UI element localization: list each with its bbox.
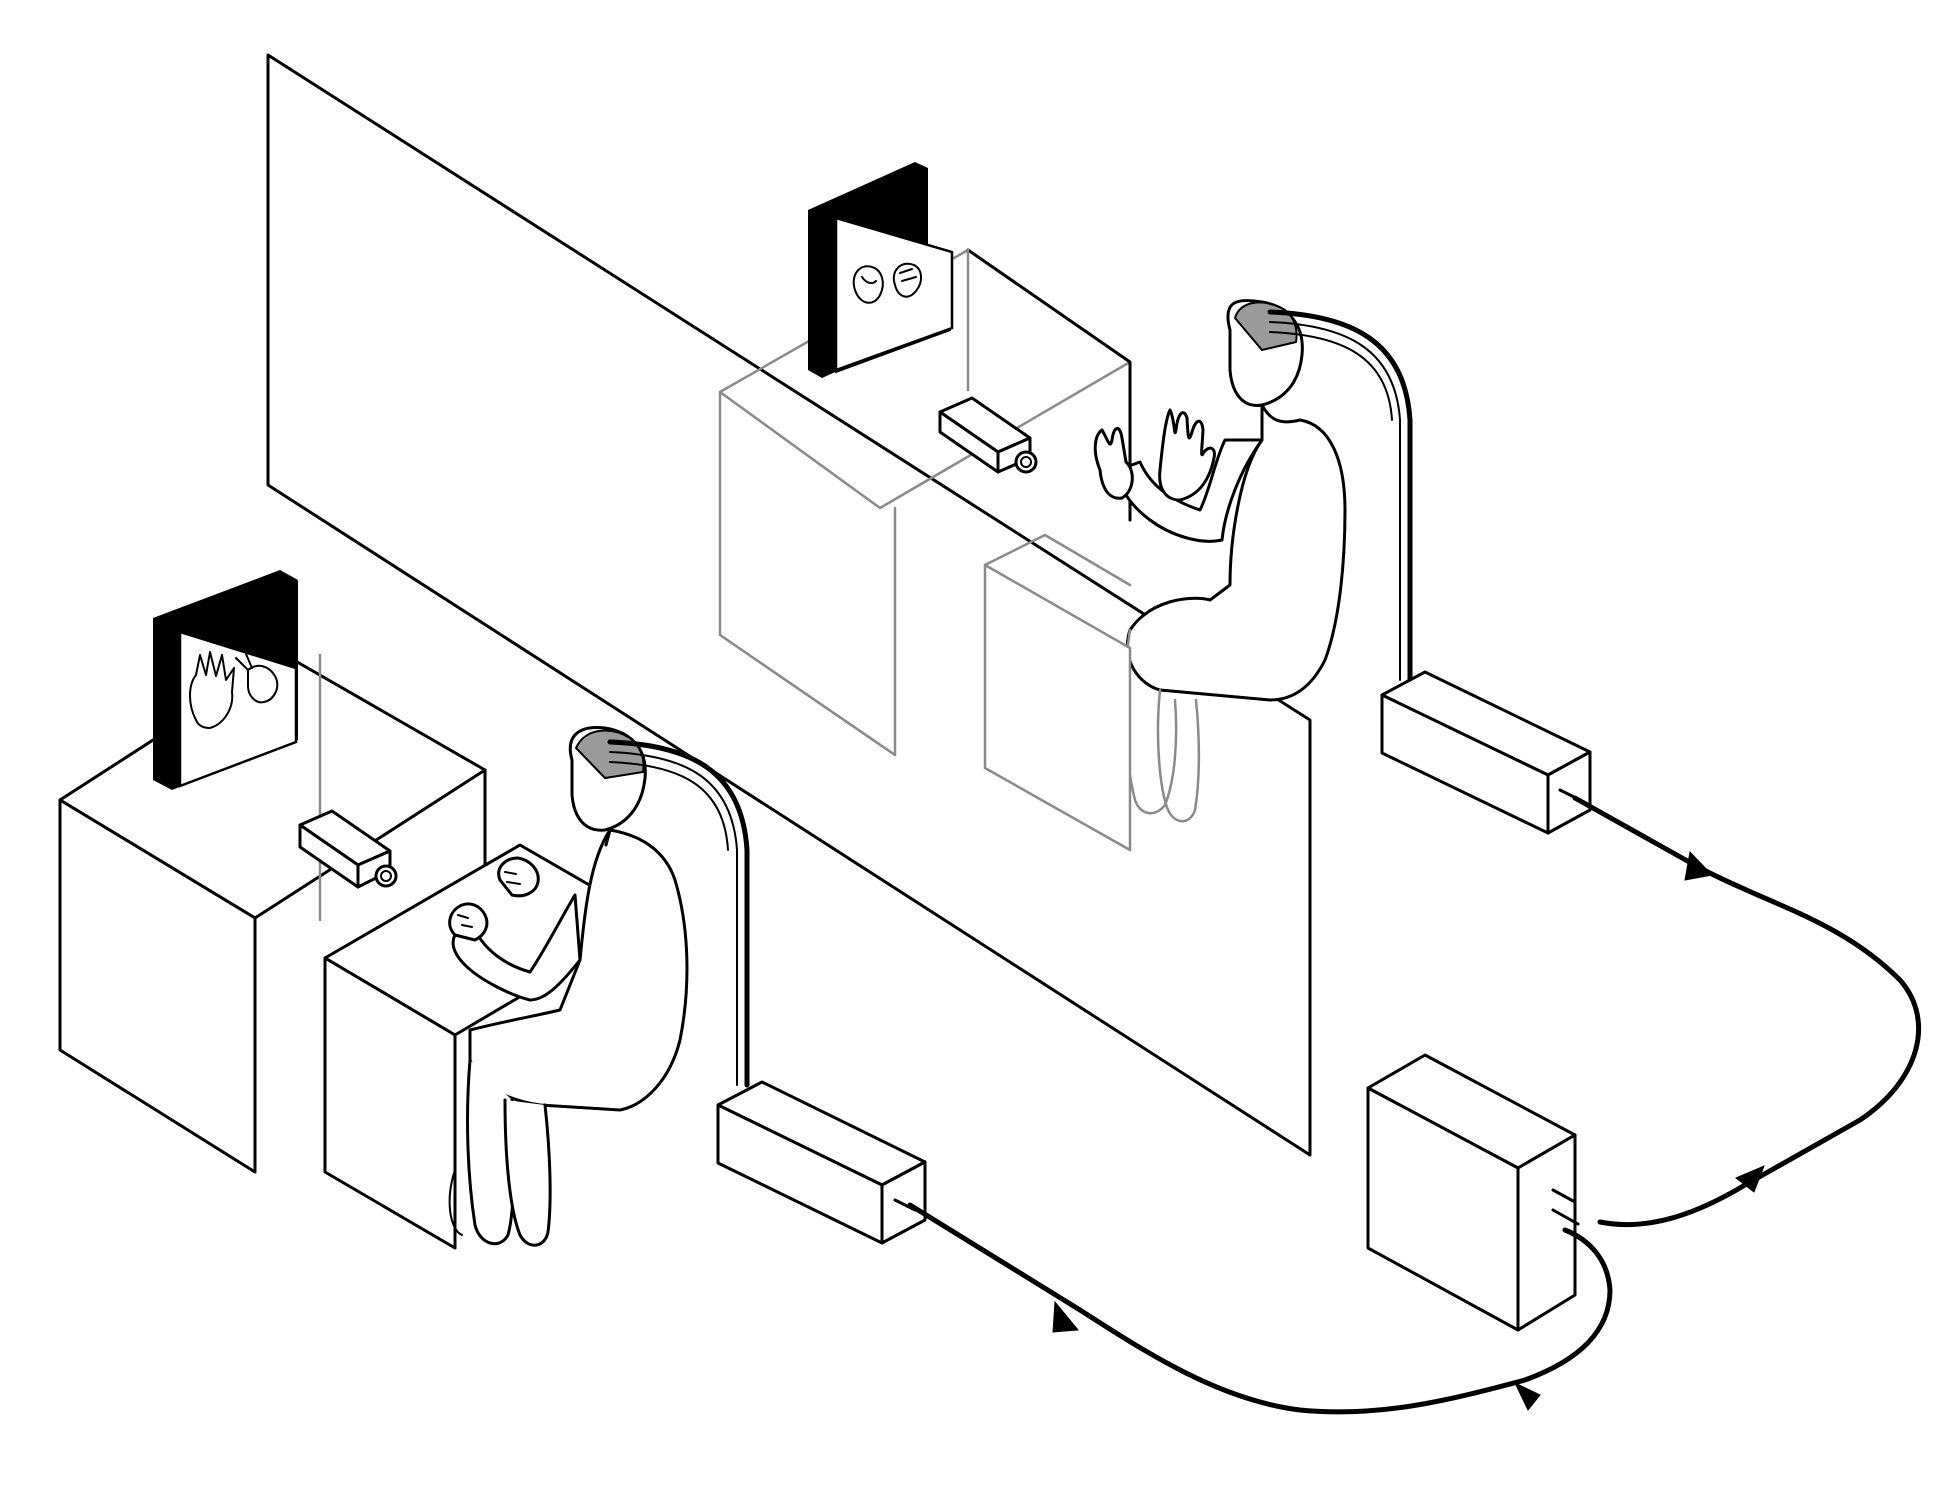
- data-flow: [907, 795, 1922, 1415]
- front-station: [58, 570, 927, 1250]
- back-monitor: [808, 162, 954, 378]
- front-person: [323, 725, 689, 1250]
- back-person: [983, 298, 1347, 852]
- back-desk-front: [718, 390, 897, 757]
- front-camera: [298, 809, 398, 889]
- back-cable: [1267, 309, 1413, 683]
- front-cable: [607, 739, 750, 1088]
- arrow-icon: [1513, 1381, 1541, 1411]
- camera-icon: [374, 864, 398, 888]
- front-monitor-screen: [178, 630, 298, 788]
- back-chair-panel: [983, 563, 1132, 852]
- arrow-icon: [1684, 850, 1714, 881]
- back-amplifier: [1380, 670, 1592, 835]
- hand-gesture-icon: [852, 262, 922, 304]
- cable-icon: [1267, 309, 1413, 683]
- partition-wall: [266, 53, 1312, 1157]
- back-hand-right: [1158, 408, 1216, 502]
- back-camera: [938, 396, 1038, 474]
- front-amplifier: [716, 1080, 927, 1245]
- front-hand-right: [497, 856, 540, 898]
- back-hand-left: [1093, 427, 1134, 500]
- cable-back-to-computer: [1572, 795, 1922, 1228]
- camera-icon: [1014, 450, 1038, 474]
- arrow-icon: [1735, 1165, 1765, 1193]
- front-desk-front: [58, 798, 257, 1174]
- front-table-front: [323, 956, 457, 1250]
- hand-gesture-icon: [189, 651, 279, 729]
- partition-wall-panel: [266, 53, 1312, 1157]
- recording-computer: [1366, 1053, 1580, 1332]
- front-monitor: [153, 570, 298, 790]
- back-station: [718, 162, 1592, 852]
- front-hand-left: [448, 902, 489, 942]
- cable-front-to-computer: [907, 1202, 1613, 1415]
- arrow-icon: [1052, 1300, 1079, 1333]
- cable-icon: [607, 739, 750, 1088]
- back-monitor-screen: [834, 216, 954, 372]
